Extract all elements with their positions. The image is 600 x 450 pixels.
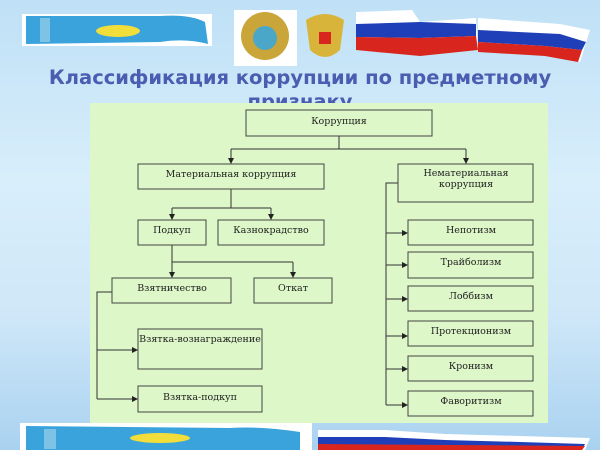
label-nonmaterial-item: Лоббизм	[449, 291, 494, 302]
label-material: Материальная коррупция	[166, 169, 297, 180]
label-vzyatka-reward: Взятка-вознаграждение	[139, 334, 261, 345]
footer-flags	[20, 423, 590, 450]
box-corruption	[245, 109, 433, 137]
box-vzyatka-bribe	[137, 385, 263, 413]
label-nonmaterial-2: коррупция	[439, 179, 493, 190]
russia-emblem-image	[306, 14, 344, 57]
label-nonmaterial-item: Непотизм	[446, 225, 497, 236]
kazakhstan-emblem-image	[234, 10, 297, 66]
box-kaznokradstvo	[217, 219, 325, 246]
box-vzyatka-reward	[137, 328, 263, 370]
label-nonmaterial-1: Нематериальная	[423, 168, 508, 179]
label-otkat: Откат	[278, 283, 308, 294]
russia-flag-image	[356, 10, 590, 62]
box-nonmaterial-item	[407, 320, 534, 347]
box-nonmaterial-corruption	[397, 163, 534, 203]
box-podkup	[137, 219, 207, 246]
box-nonmaterial-item	[407, 390, 534, 417]
label-kaznokradstvo: Казнокрадство	[233, 225, 309, 236]
box-material-corruption	[137, 163, 325, 190]
label-nonmaterial-item: Протекционизм	[431, 326, 512, 337]
label-vzyatochnichestvo: Взятничество	[137, 283, 207, 294]
box-vzyatochnichestvo	[111, 277, 232, 304]
russia-flag-image	[318, 430, 590, 450]
kazakhstan-flag-image	[20, 423, 312, 450]
label-podkup: Подкуп	[153, 225, 191, 236]
box-nonmaterial-item	[407, 251, 534, 279]
label-vzyatka-bribe: Взятка-подкуп	[163, 392, 237, 403]
label-corruption: Коррупция	[311, 116, 367, 127]
box-nonmaterial-item	[407, 219, 534, 246]
box-nonmaterial-item	[407, 355, 534, 382]
label-nonmaterial-item: Кронизм	[449, 361, 494, 372]
box-nonmaterial-item	[407, 285, 534, 312]
box-otkat	[253, 277, 333, 304]
connectors	[96, 136, 469, 408]
header-flags	[22, 10, 590, 66]
kazakhstan-flag-image	[22, 14, 212, 46]
label-nonmaterial-item: Фаворитизм	[440, 396, 502, 407]
label-nonmaterial-item: Трайболизм	[441, 257, 502, 268]
